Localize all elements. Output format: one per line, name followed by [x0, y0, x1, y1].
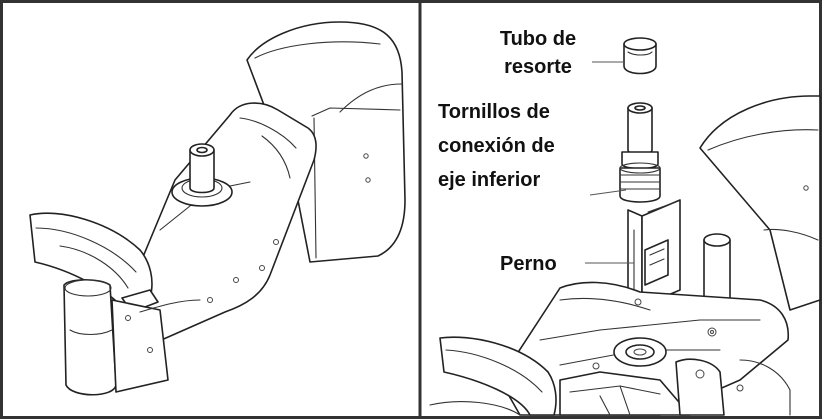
callout-pin: Perno [500, 253, 634, 275]
pin-part [627, 199, 681, 307]
label-screws-line1: Tornillos de [438, 101, 550, 123]
label-screws-line2: conexión de [438, 135, 555, 157]
lower-shaft-screw-part [619, 102, 661, 203]
right-panel-exploded-view [429, 37, 821, 416]
spring-tube-part [623, 37, 657, 75]
label-pin: Perno [500, 253, 557, 275]
left-panel-assembled-unit [29, 21, 406, 396]
label-screws-line3: eje inferior [438, 169, 540, 191]
callout-lower-shaft-screws: Tornillos de conexión de eje inferior [438, 101, 627, 196]
callout-spring-tube: Tubo de resorte [500, 28, 624, 78]
leader-screws [589, 189, 627, 196]
label-spring-tube-line2: resorte [504, 56, 572, 78]
label-spring-tube-line1: Tubo de [500, 28, 576, 50]
